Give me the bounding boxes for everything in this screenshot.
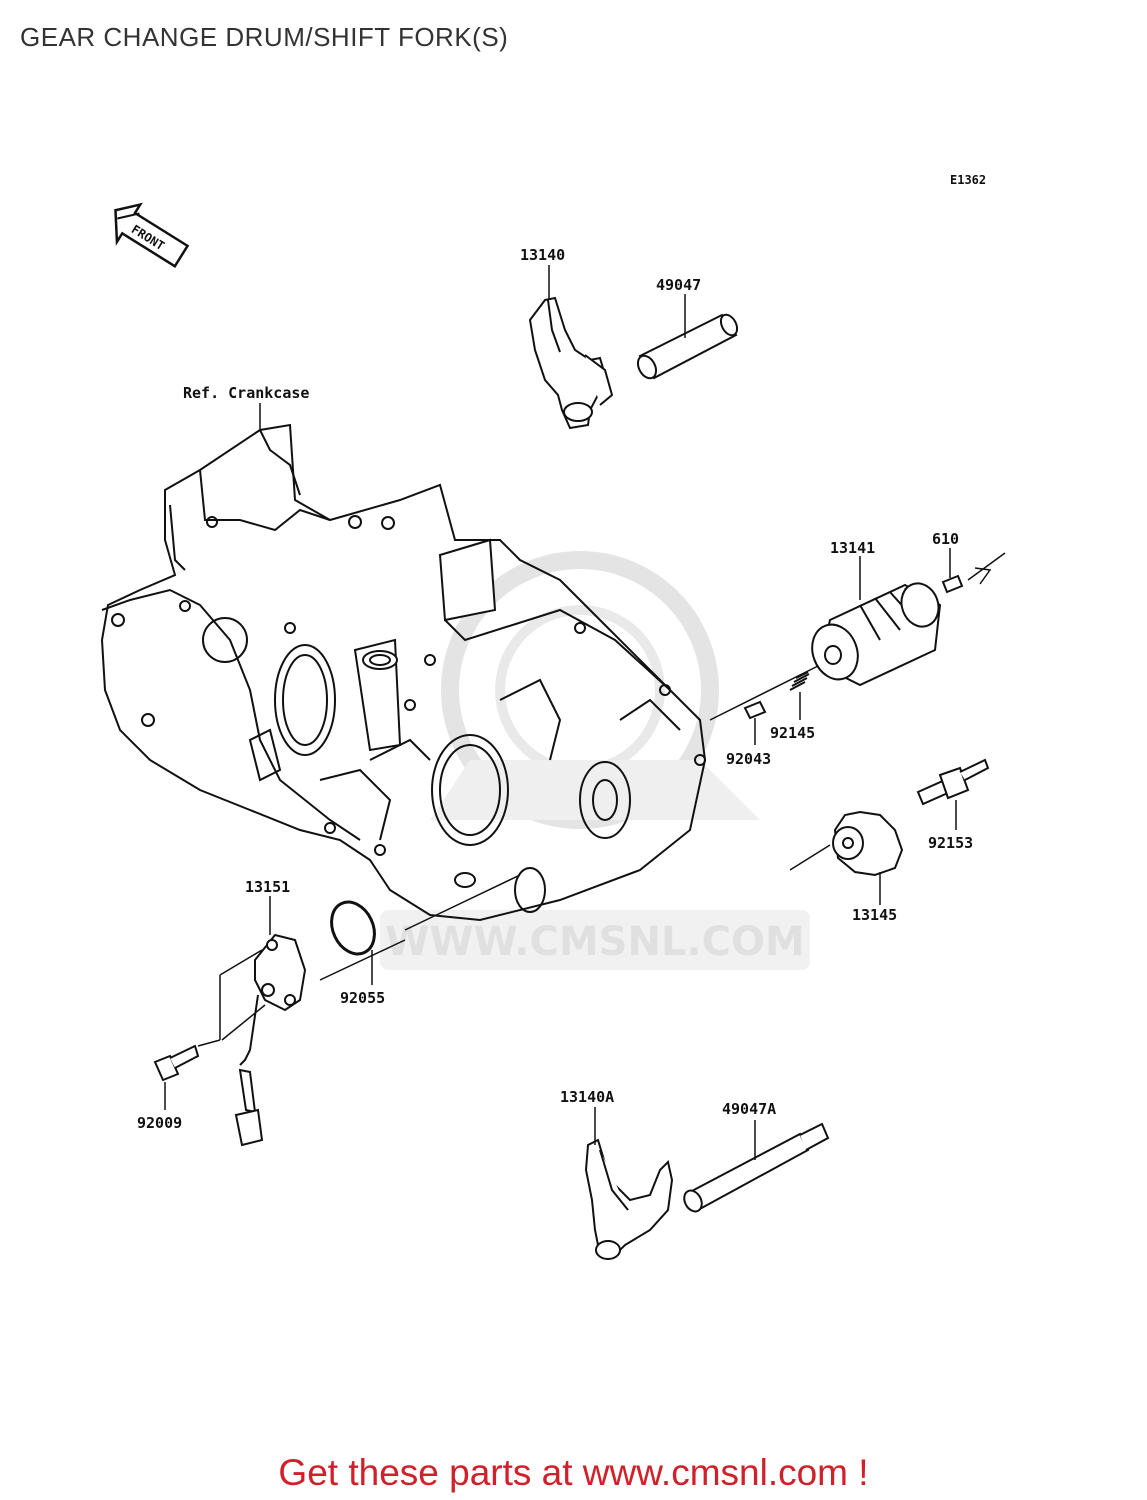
bolt-92153 xyxy=(916,758,990,806)
pin-610 xyxy=(941,574,964,594)
watermark-logo: WWW.CMSNL.COM xyxy=(380,551,810,970)
pin-92043 xyxy=(743,700,767,720)
part-92055: 92055 xyxy=(340,989,385,1007)
o-ring-92055 xyxy=(330,900,376,956)
part-13140: 13140 xyxy=(520,246,565,264)
part-92153: 92153 xyxy=(928,834,973,852)
part-13141: 13141 xyxy=(830,539,875,557)
part-92145: 92145 xyxy=(770,724,815,742)
crankcase-reference xyxy=(100,423,707,922)
page-title: GEAR CHANGE DRUM/SHIFT FORK(S) xyxy=(20,22,509,52)
gear-change-drum-13141 xyxy=(811,582,942,687)
part-49047: 49047 xyxy=(656,276,701,294)
watermark-text: WWW.CMSNL.COM xyxy=(385,919,805,965)
part-13140A: 13140A xyxy=(560,1088,614,1106)
part-13145: 13145 xyxy=(852,906,897,924)
diagram-code: E1362 xyxy=(950,173,986,187)
shift-fork-13140 xyxy=(528,296,614,430)
parts-diagram: WWW.CMSNL.COM E1362 FRONT 13140 49047 Re… xyxy=(100,173,1006,1260)
spring-92145 xyxy=(789,671,810,691)
shift-plate-13151 xyxy=(234,933,307,1147)
part-92043: 92043 xyxy=(726,750,771,768)
part-610: 610 xyxy=(932,530,959,548)
part-92009: 92009 xyxy=(137,1114,182,1132)
bolt-92009 xyxy=(153,1044,200,1082)
front-direction-arrow: FRONT xyxy=(114,202,190,268)
shift-fork-13140A xyxy=(584,1138,674,1260)
shift-drum-cam-13145 xyxy=(832,810,904,877)
shift-rod-49047 xyxy=(636,313,739,380)
part-49047A: 49047A xyxy=(722,1100,776,1118)
shift-rod-49047A xyxy=(683,1122,830,1213)
ref-crankcase-label: Ref. Crankcase xyxy=(183,384,309,402)
part-13151: 13151 xyxy=(245,878,290,896)
footer-link[interactable]: Get these parts at www.cmsnl.com ! xyxy=(278,1452,869,1493)
